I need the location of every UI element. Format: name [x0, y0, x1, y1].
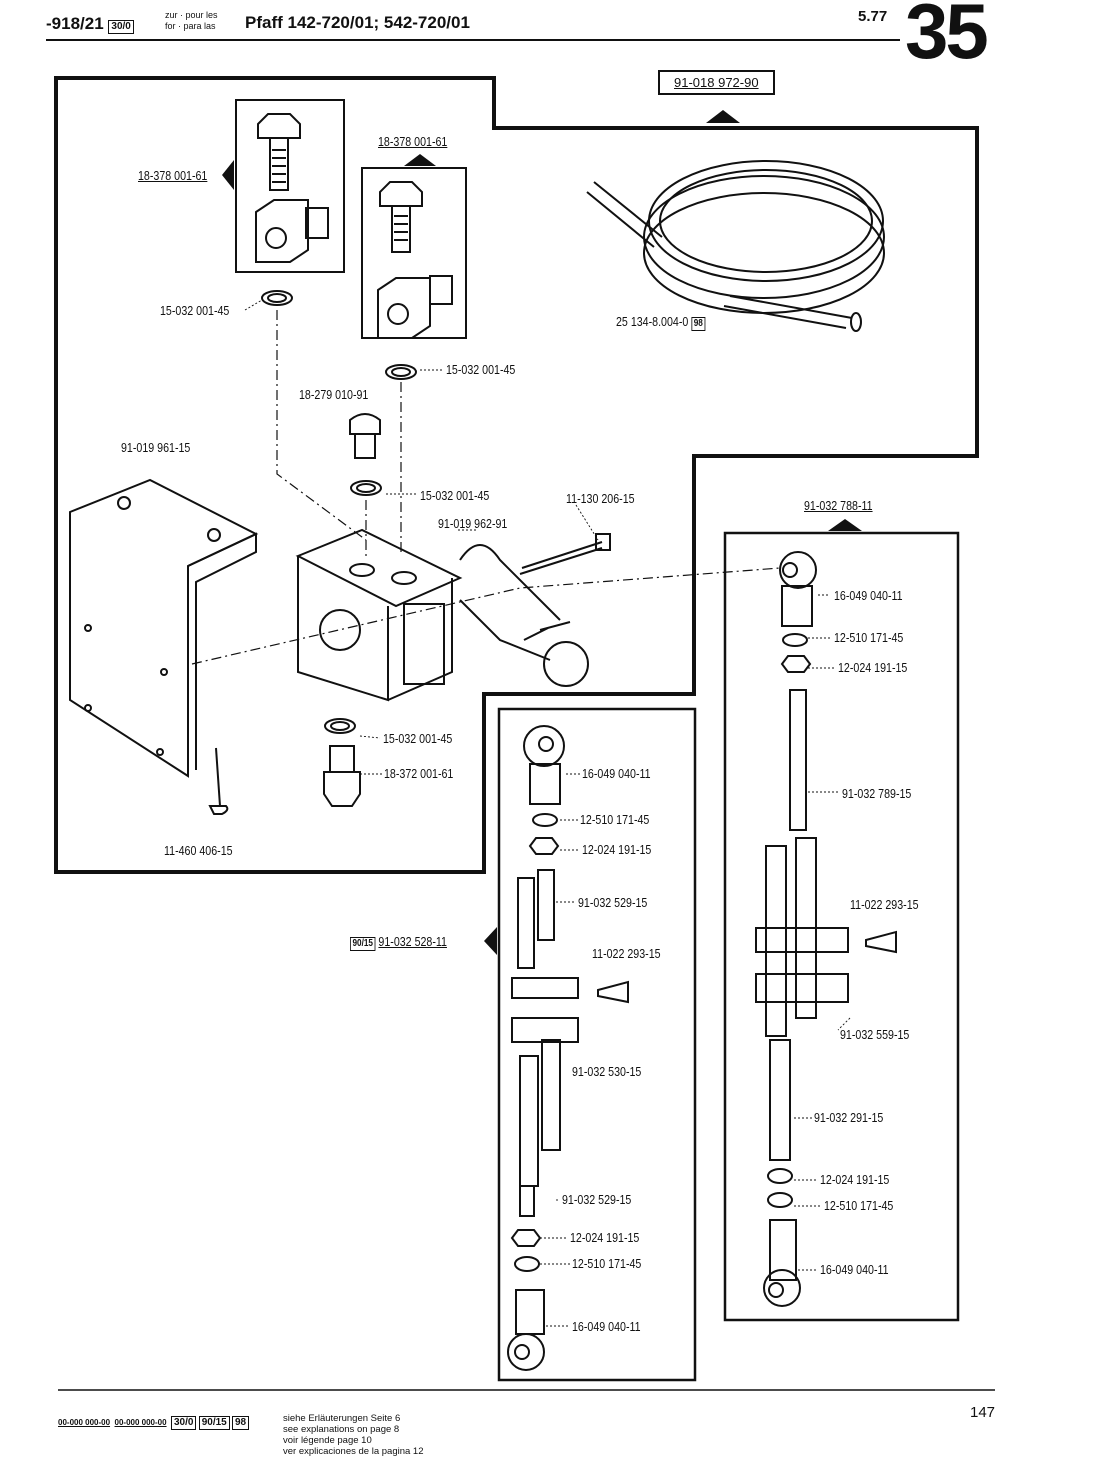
- callout-rod-m-upper: 91-032 529-15: [578, 895, 648, 910]
- callout-banjo-bolt-left: 18-378 001-61: [138, 168, 208, 183]
- for-line-1: zur · pour les: [165, 10, 218, 20]
- for-line-2: for · para las: [165, 21, 216, 31]
- callout-nut-r-top: 12-024 191-15: [838, 660, 908, 675]
- callout-lockwasher-r-top: 12-510 171-45: [834, 630, 904, 645]
- callout-fitting-lower: 18-372 001-61: [384, 766, 454, 781]
- footer-note-es: ver explicaciones de la pagina 12: [283, 1446, 424, 1457]
- callout-rod-assembly-mid-box: 90/15: [350, 937, 376, 951]
- pointer-hose: [706, 110, 740, 123]
- callout-clamp-m: 91-032 530-15: [572, 1064, 642, 1079]
- pointer-center-bolt: [404, 154, 436, 166]
- pointer-left-bolt: [222, 160, 234, 190]
- section-number: 35: [905, 0, 989, 75]
- callout-leaders: [244, 299, 851, 1327]
- callout-plug-screw: 18-279 010-91: [299, 387, 369, 402]
- issue-date: 5.77: [858, 8, 888, 25]
- callout-ball-socket-m-top: 16-049 040-11: [582, 766, 651, 781]
- callout-valve-block: 91-019 962-91: [438, 516, 508, 531]
- assembly-lines: [191, 310, 781, 665]
- callout-hose-assembly: 91-018 972-90: [658, 70, 775, 95]
- footer-code-4: 90/15: [198, 1416, 230, 1430]
- hose-coil: [586, 160, 885, 332]
- rod-assembly-right: [755, 551, 897, 1307]
- footer-code-3: 30/0: [171, 1416, 197, 1430]
- callout-rod-assembly-mid-number: 91-032 528-11: [378, 934, 447, 949]
- doc-code-text: -918/21: [46, 14, 104, 33]
- callout-washer-upper-left: 15-032 001-45: [160, 303, 230, 318]
- callout-nut-r-bottom: 12-024 191-15: [820, 1172, 890, 1187]
- page-title: Pfaff 142-720/01; 542-720/01: [245, 13, 470, 32]
- callout-washer-upper-right: 15-032 001-45: [446, 362, 516, 377]
- footer-code-5: 98: [231, 1416, 250, 1430]
- callout-nut-m-top: 12-024 191-15: [582, 842, 652, 857]
- footer-note-fr: voir légende page 10: [283, 1435, 372, 1446]
- callout-rod-m-lower: 91-032 529-15: [562, 1192, 632, 1207]
- inset-box-center: [361, 167, 467, 339]
- callout-ball-socket-r-bottom: 16-049 040-11: [820, 1262, 889, 1277]
- footer-note-en: see explanations on page 8: [283, 1424, 400, 1435]
- callout-washer-mid: 15-032 001-45: [420, 488, 490, 503]
- callout-lockwasher-r-bottom: 12-510 171-45: [824, 1198, 894, 1213]
- rod-box-right: [723, 531, 960, 1322]
- callout-rod-r-lower: 91-032 291-15: [814, 1110, 884, 1125]
- callout-rod-assembly-right: 91-032 788-11: [804, 498, 873, 513]
- main-frame: [54, 76, 979, 874]
- callout-washer-lower: 15-032 001-45: [383, 731, 453, 746]
- pointer-rod-right: [828, 519, 862, 531]
- callout-bracket: 91-019 961-15: [121, 440, 191, 455]
- small-parts: [208, 290, 417, 815]
- callout-banjo-bolt-center: 18-378 001-61: [378, 134, 448, 149]
- callout-hose: 25 134-8.004-0 98: [616, 314, 706, 331]
- footer-notes: siehe Erläuterungen Seite 6 see explanat…: [283, 1413, 423, 1457]
- rod-box-mid: [497, 707, 697, 1382]
- callout-screw-m-clamp: 11-022 293-15: [592, 946, 661, 961]
- callout-rod-r-upper: 91-032 789-15: [842, 786, 912, 801]
- banjo-bolts: [255, 113, 453, 339]
- callout-hose-box: 98: [691, 317, 706, 331]
- rod-assembly-mid: [507, 725, 629, 1371]
- doc-code-box: 30/0: [108, 20, 134, 34]
- callout-ball-socket-m-bottom: 16-049 040-11: [572, 1319, 641, 1334]
- page-number: 147: [970, 1404, 996, 1421]
- footer-code-2: 00-000 000-00: [114, 1418, 167, 1427]
- callout-screw-r-clamp: 11-022 293-15: [850, 897, 919, 912]
- callout-screw-long: 11-130 206-15: [566, 491, 635, 506]
- inset-box-left: [235, 99, 345, 273]
- callout-ball-socket-r-top: 16-049 040-11: [834, 588, 903, 603]
- pointer-rod-mid: [484, 927, 497, 955]
- callout-clamp-r: 91-032 559-15: [840, 1027, 910, 1042]
- footer-legend-codes: 00-000 000-00 00-000 000-00 30/0 90/15 9…: [58, 1416, 250, 1430]
- footer-note-de: siehe Erläuterungen Seite 6: [283, 1413, 401, 1424]
- footer-code-1: 00-000 000-00: [58, 1418, 111, 1427]
- for-label: zur · pour les for · para las: [165, 10, 218, 32]
- callout-hose-number: 25 134-8.004-0: [616, 314, 689, 329]
- valve-assembly: [69, 478, 611, 778]
- callout-lockwasher-m-bottom: 12-510 171-45: [572, 1256, 642, 1271]
- callout-rod-assembly-mid: 90/15 91-032 528-11: [350, 934, 447, 951]
- callout-lockwasher-m-top: 12-510 171-45: [580, 812, 650, 827]
- doc-code: -918/21 30/0: [46, 14, 134, 34]
- callout-nut-m-bottom: 12-024 191-15: [570, 1230, 640, 1245]
- callout-wood-screw: 11-460 406-15: [164, 843, 233, 858]
